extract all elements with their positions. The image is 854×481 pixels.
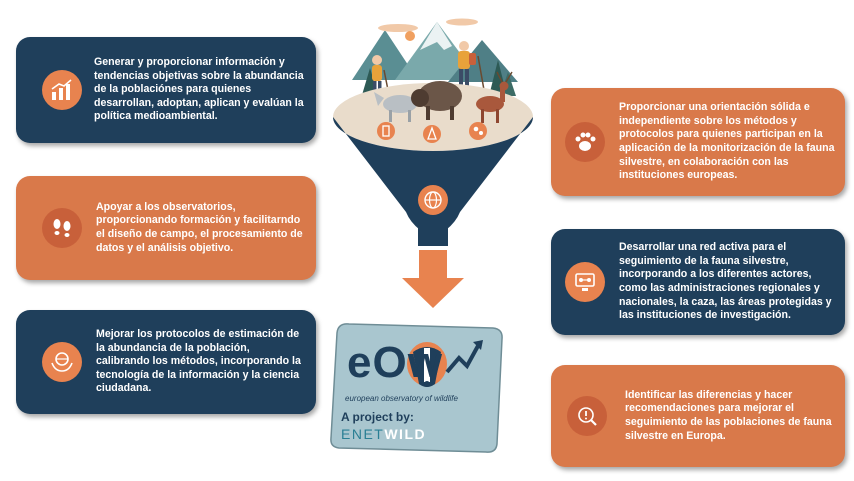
hiker-right (458, 41, 485, 91)
warning-icon (567, 396, 607, 436)
paw-icon (565, 122, 605, 162)
card-text: Apoyar a los observatorios, proporcionan… (96, 200, 303, 254)
rim-icons (377, 122, 487, 143)
logo-enetwild: ENETWILD (341, 426, 426, 442)
chart-icon (42, 70, 82, 110)
card-estimation-protocols: Mejorar los protocolos de estimación de … (16, 310, 316, 414)
network-icon (565, 262, 605, 302)
card-text: Proporcionar una orientación sólida e in… (619, 101, 835, 182)
card-policy-info: Generar y proporcionar información y ten… (16, 37, 316, 143)
card-text: Identificar las diferencias y hacer reco… (625, 388, 832, 442)
arrow-down-icon (402, 250, 464, 308)
globe-hands-icon (42, 342, 82, 382)
funnel-body (333, 117, 533, 230)
card-text: Generar y proporcionar información y ten… (94, 56, 304, 123)
eow-logo: eOw european observatory of wildlife A p… (327, 318, 509, 458)
card-observatory-support: Apoyar a los observatorios, proporcionan… (16, 176, 316, 280)
card-active-network: Desarrollar una red activa para el segui… (551, 229, 845, 335)
card-text: Mejorar los protocolos de estimación de … (96, 328, 301, 395)
card-identify-gaps: Identificar las diferencias y hacer reco… (551, 365, 845, 467)
logo-tagline: european observatory of wildlife (345, 394, 458, 403)
footprints-icon (42, 208, 82, 248)
logo-mark: eOw (347, 338, 443, 387)
card-methods-guidance: Proporcionar una orientación sólida e in… (551, 88, 845, 196)
logo-enet: ENET (341, 426, 385, 442)
logo-wild: WILD (384, 426, 427, 442)
card-text: Desarrollar una red activa para el segui… (619, 241, 832, 322)
animals (374, 71, 513, 123)
logo-project-by: A project by: (341, 410, 414, 424)
